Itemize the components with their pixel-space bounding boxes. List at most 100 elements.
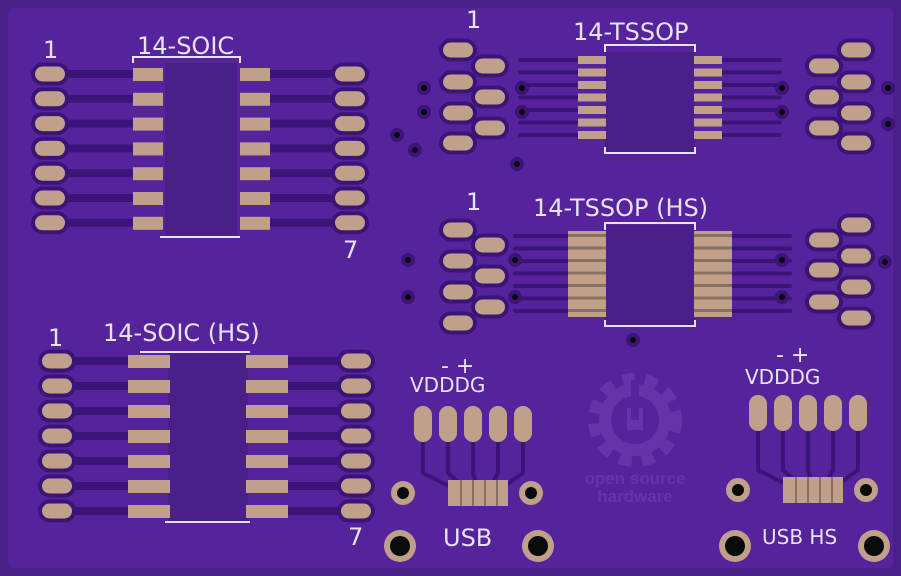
tssop-hs-pad-divider-right: [694, 234, 732, 237]
usb-header-pad: [749, 395, 767, 431]
tssop-ic-pad-right: [694, 131, 722, 139]
soic-header-pad-right: [335, 66, 365, 82]
tssop-hs-pad-divider-left: [568, 234, 606, 237]
tssop-header-pad-left-b: [475, 120, 505, 136]
usb-header-pad: [849, 395, 867, 431]
via-drill: [882, 259, 888, 265]
tssop-hs-pad-divider-right: [694, 271, 732, 275]
usb-pad-divider: [795, 477, 797, 503]
usb-pad-divider: [831, 477, 833, 503]
soic-header-pad-left: [35, 116, 65, 132]
tssop-header-pad-left-a: [443, 74, 473, 90]
tssop-ic-pad-right: [694, 68, 722, 77]
soic-ic-pad-left: [133, 192, 163, 205]
tssop-hs-header-pad-right-a: [809, 262, 839, 278]
usb-shield-drill: [525, 487, 537, 499]
tssop-body: [605, 52, 695, 152]
soic-ic-pad-right: [240, 117, 270, 131]
soic-label: 14-SOIC: [137, 32, 234, 60]
usb-connector-pads: [783, 477, 843, 503]
via-drill: [514, 161, 520, 167]
soic-pin1-label: 1: [43, 36, 58, 64]
tssop-hs-header-pad-right-b: [841, 248, 871, 264]
via-drill: [519, 109, 525, 115]
soic-hs-ic-pad-right: [246, 480, 288, 493]
tssop-pin1-label: 1: [466, 6, 481, 34]
soic-ic-pad-left: [133, 92, 163, 106]
tssop-hs-pad-divider-left: [568, 309, 606, 312]
tssop-outline: [604, 44, 696, 154]
tssop-hs-pad-divider-right: [694, 284, 732, 287]
usb-header-pad: [489, 406, 507, 442]
via-drill: [779, 257, 785, 263]
usb-pad-divider: [807, 477, 809, 503]
usb-pad-divider: [472, 480, 474, 506]
soic-ic-pad-left: [133, 68, 163, 81]
tssop-hs-body: [605, 225, 695, 325]
usb-pad-divider: [819, 477, 821, 503]
soic-hs-header-pad-left: [42, 353, 72, 369]
tssop-hs-pad-divider-right: [694, 259, 732, 262]
tssop-hs-header-pad-left-a: [443, 284, 473, 300]
tssop-ic-pad-right: [694, 93, 722, 102]
tssop-hs-pad-divider-left: [568, 284, 606, 287]
via-drill: [885, 85, 891, 91]
tssop-header-pad-right-b: [841, 74, 871, 90]
soic-hs-ic-pad-left: [128, 505, 170, 518]
vias: [390, 81, 895, 347]
usb-label: USB: [443, 524, 492, 552]
usb-header-pad: [824, 395, 842, 431]
tssop-footprint: 14-TSSOP 1: [439, 6, 875, 155]
usb-pads: [391, 406, 543, 506]
soic-hs-header-pad-left: [42, 453, 72, 469]
soic-header-pad-right: [335, 140, 365, 156]
usb-hs-connector: - + VDDDG USB HS: [726, 343, 878, 549]
tssop-hs-pad-divider-left: [568, 296, 606, 300]
tssop-hs-traces: [513, 234, 792, 313]
usb-pad-divider: [484, 480, 486, 506]
tssop-header-pad-right-b: [841, 135, 871, 151]
tssop-header-pad-right-b: [841, 105, 871, 121]
soic-hs-header-pad-left: [42, 403, 72, 419]
usb-pad-divider: [496, 480, 498, 506]
usb-pad-divider: [460, 480, 462, 506]
soic-hs-ic-pad-right: [246, 355, 288, 368]
tssop-header-pad-left-b: [475, 89, 505, 105]
soic-hs-ic-pad-right: [246, 405, 288, 418]
soic-footprint: 14-SOIC 1 7: [31, 32, 369, 264]
usb-header-pad: [464, 406, 482, 442]
tssop-header-pad-right-a: [809, 58, 839, 74]
tssop-hs-outline: [604, 222, 696, 327]
tssop-hs-footprint: 14-TSSOP (HS) 1: [439, 188, 875, 335]
soic-hs-header-pad-right: [341, 353, 371, 369]
soic-hs-ic-pad-left: [128, 480, 170, 493]
usb-shield-drill: [732, 484, 744, 496]
tssop-hs-header-pad-right-a: [809, 232, 839, 248]
tssop-header-pad-right-a: [809, 89, 839, 105]
oshw-logo: open source hardware: [584, 373, 686, 506]
usb-connector: - + VDDDG USB: [391, 354, 543, 552]
via-drill: [421, 109, 427, 115]
tssop-ic-pad-left: [578, 68, 606, 77]
tssop-hs-pin1-label: 1: [466, 188, 481, 216]
via-drill: [630, 337, 636, 343]
soic-ic-pad-left: [133, 142, 163, 156]
soic-hs-ic-pad-left: [128, 455, 170, 468]
soic-header-pad-left: [35, 140, 65, 156]
tssop-hs-pad-divider-right: [694, 246, 732, 250]
tssop-hs-pad-divider-right: [694, 296, 732, 300]
soic-outline: [132, 56, 241, 238]
tssop-hs-header-pad-left-b: [475, 299, 505, 315]
tssop-header-pad-right-a: [809, 120, 839, 136]
soic-hs-header-pad-left: [42, 503, 72, 519]
via-drill: [512, 257, 518, 263]
soic-ic-pad-right: [240, 192, 270, 205]
usb-hs-minus-plus-label: - +: [776, 343, 809, 368]
soic-ic-pad-right: [240, 92, 270, 106]
usb-header-pad: [414, 406, 432, 442]
soic-hs-pads: [38, 349, 375, 523]
usb-shield-drill: [397, 487, 409, 499]
usb-hs-pin-labels: VDDDG: [745, 365, 820, 389]
tssop-hs-header-pad-left-a: [443, 253, 473, 269]
